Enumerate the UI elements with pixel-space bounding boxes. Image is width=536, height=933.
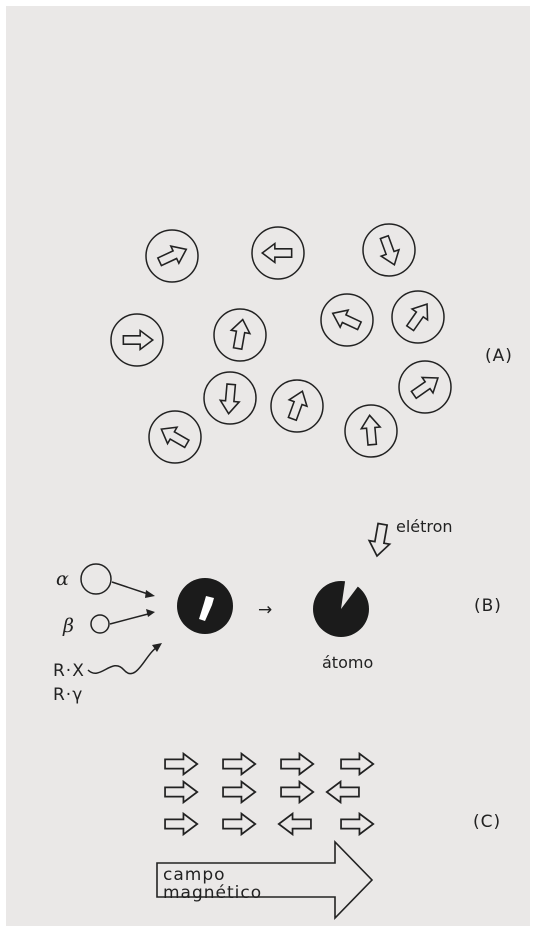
- domain-10: [398, 360, 452, 414]
- domain-circle: [362, 223, 416, 277]
- domain-circle: [213, 308, 267, 362]
- domain-5: [213, 308, 267, 362]
- domain-circle: [391, 290, 445, 344]
- radiation-wavy-arrow: [87, 647, 157, 675]
- domain-1: [145, 229, 199, 283]
- alpha-symbol: α: [56, 568, 69, 590]
- domain-12: [344, 404, 398, 458]
- field-label-line1: campo: [163, 865, 226, 885]
- process-arrow: →: [258, 600, 273, 620]
- domain-circle: [148, 410, 202, 464]
- panel-b: α β R·X R·γ → átomo elétron: [53, 517, 453, 705]
- gamma-label: R·γ: [53, 685, 83, 705]
- domain-7: [391, 290, 445, 344]
- radiation-arrow-head: [152, 643, 162, 652]
- atom-intact: [177, 578, 233, 634]
- domain-6: [320, 293, 374, 347]
- domain-circle: [320, 293, 374, 347]
- domain-11: [148, 410, 202, 464]
- panel-a-label: (A): [485, 346, 513, 366]
- page-background: [6, 6, 530, 926]
- domain-circle: [344, 404, 398, 458]
- beta-particle: [90, 614, 110, 634]
- beta-arrow-head: [146, 609, 155, 617]
- domain-circle: [203, 371, 257, 425]
- beta-symbol: β: [62, 615, 74, 637]
- atom-ionized: [313, 575, 369, 637]
- beta-arrow: [109, 613, 149, 625]
- alpha-arrow-head: [145, 590, 155, 598]
- magnetic-field-arrow: campo magnético: [156, 840, 374, 920]
- domain-circle: [398, 360, 452, 414]
- xray-label: R·X: [53, 661, 85, 681]
- domain-circle: [251, 226, 305, 280]
- domain-8: [203, 371, 257, 425]
- domain-circle: [145, 229, 199, 283]
- domain-4: [110, 313, 164, 367]
- domain-9: [270, 379, 324, 433]
- panel-b-label: (B): [474, 596, 502, 616]
- panel-a: [110, 223, 452, 464]
- alpha-arrow: [111, 581, 149, 595]
- domain-circle: [110, 313, 164, 367]
- field-label-line2: magnético: [163, 883, 262, 903]
- domain-2: [251, 226, 305, 280]
- domain-3: [362, 223, 416, 277]
- panel-c-label: (C): [473, 812, 501, 832]
- domain-circle: [270, 379, 324, 433]
- alpha-particle: [80, 563, 112, 595]
- atom-label: átomo: [322, 653, 373, 672]
- electron-label: elétron: [396, 517, 453, 536]
